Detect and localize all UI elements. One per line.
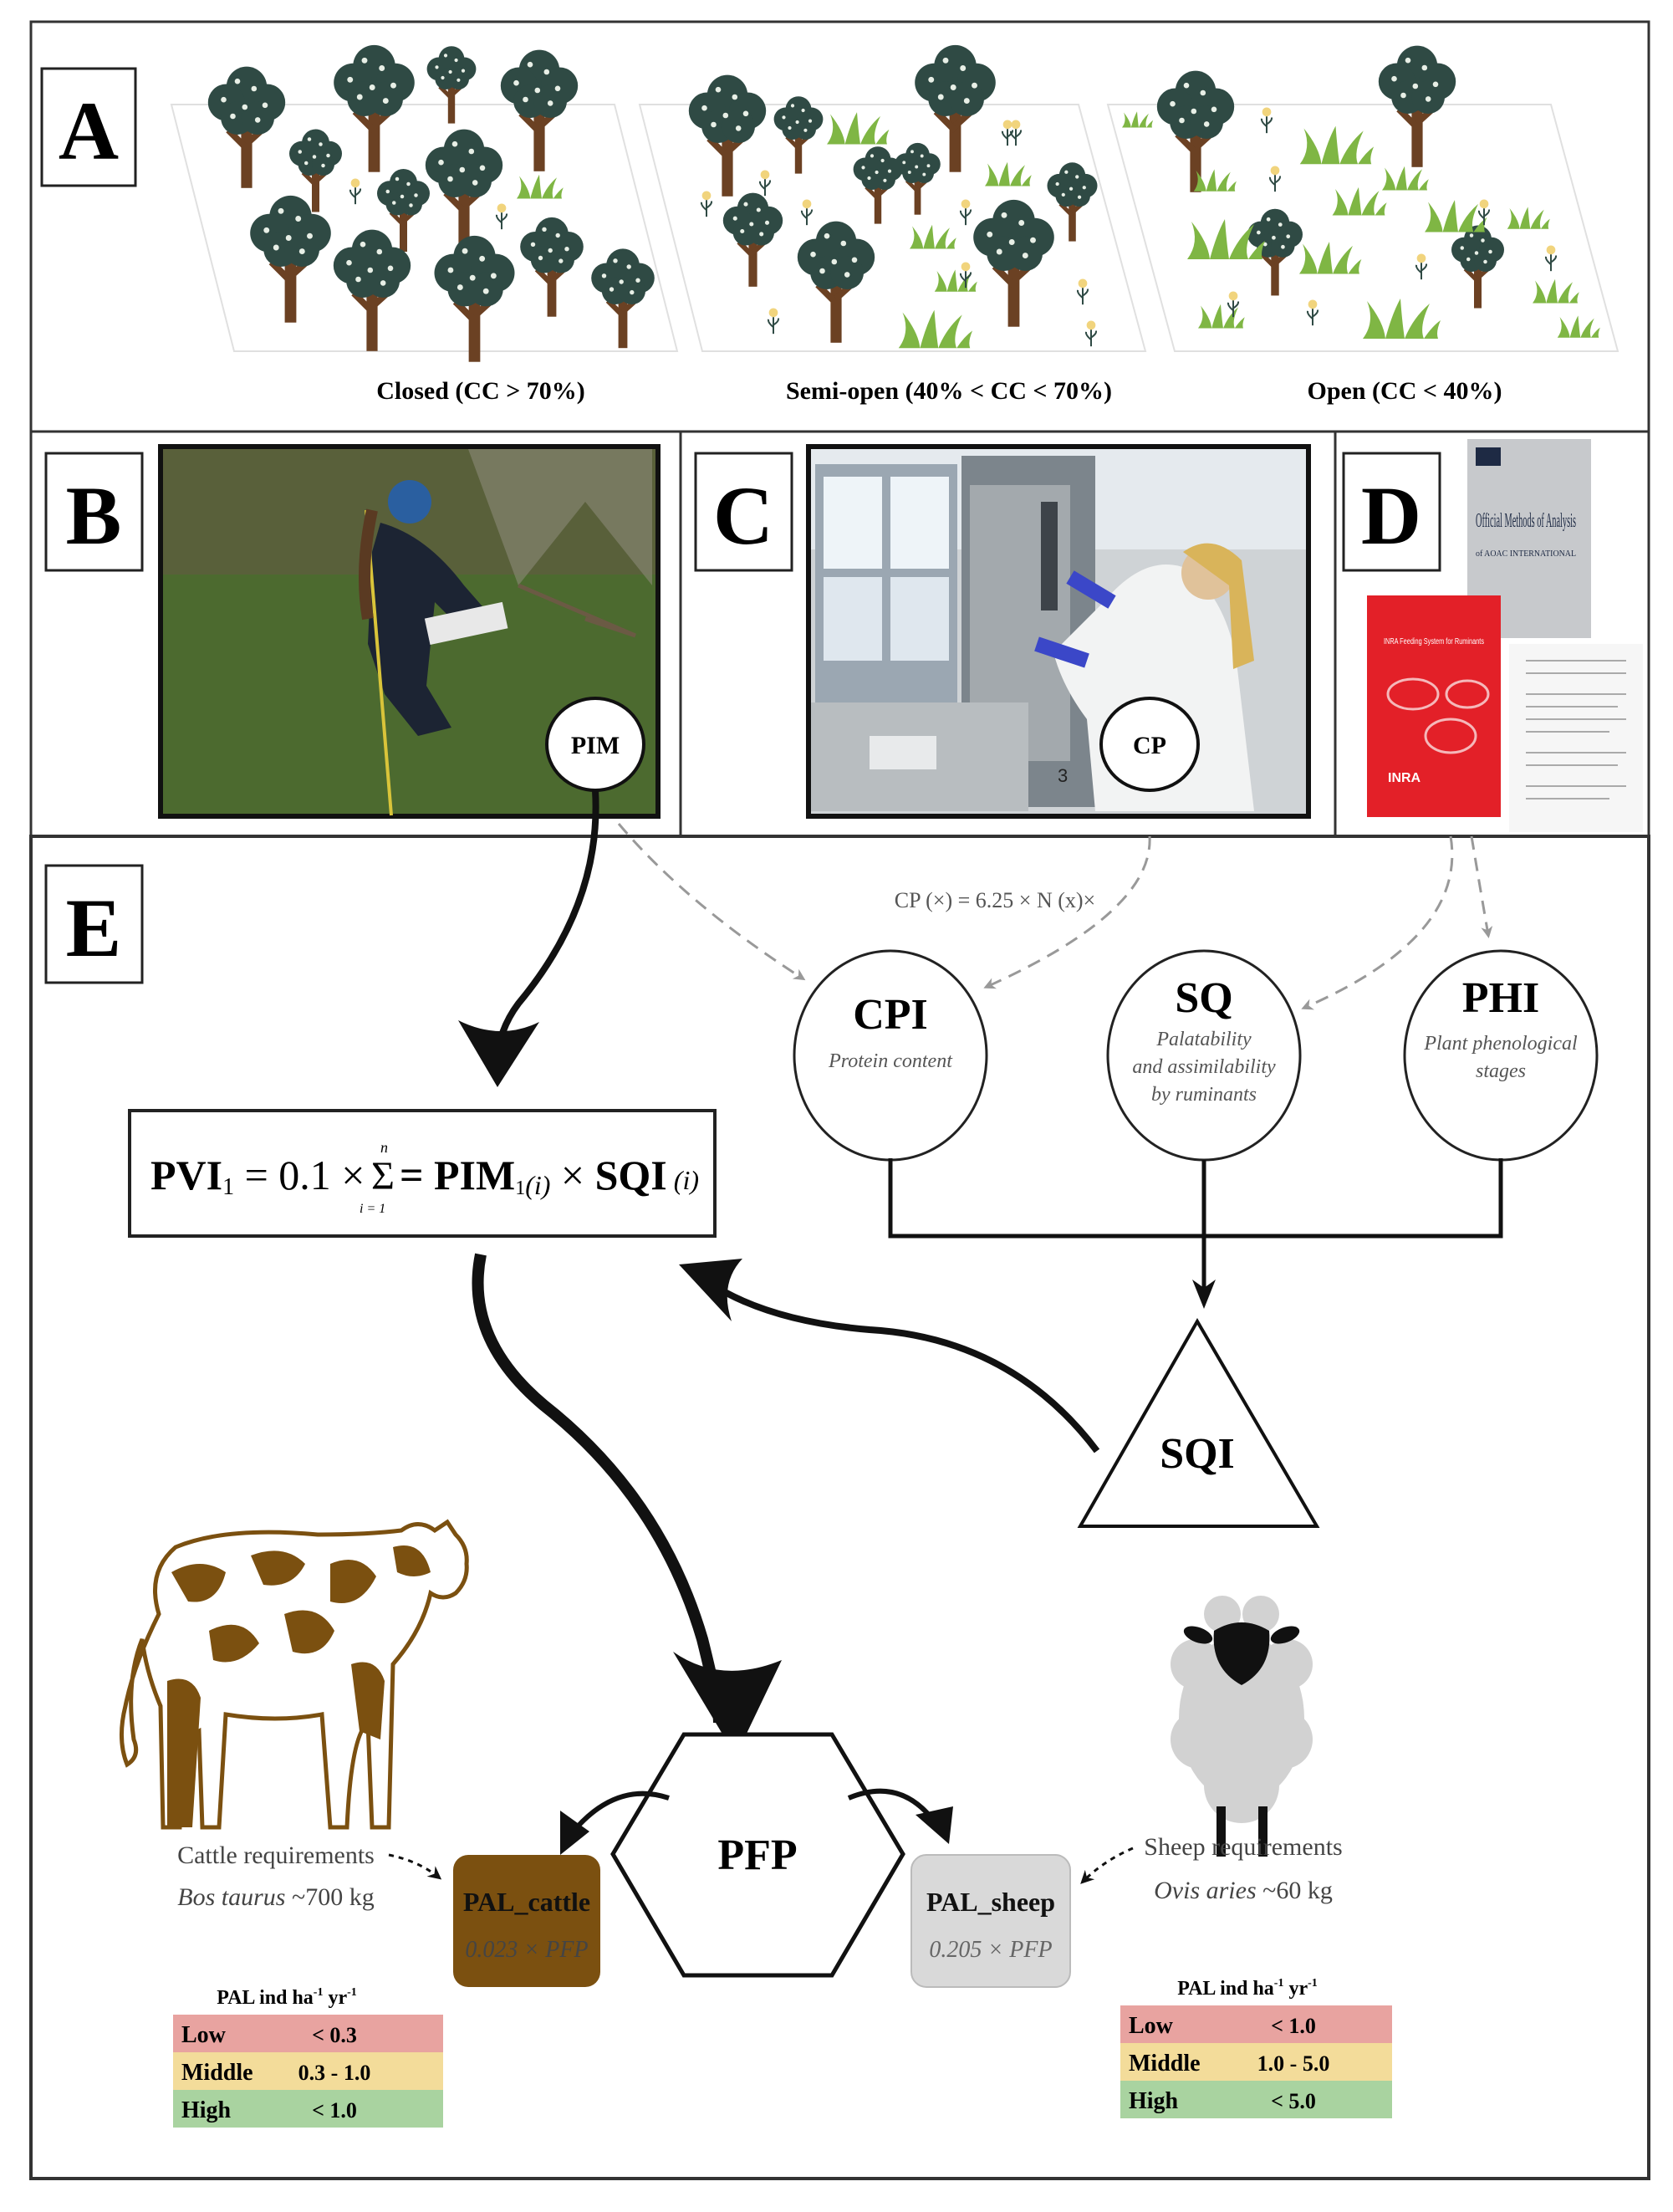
pal-row-high: High < 1.0 bbox=[173, 2090, 443, 2128]
svg-text:by ruminants: by ruminants bbox=[1151, 1084, 1257, 1106]
label-open: Open (CC < 40%) bbox=[1308, 377, 1502, 405]
svg-text:= PIM1(i) × SQI (i): = PIM1(i) × SQI (i) bbox=[400, 1152, 699, 1200]
svg-text:PVI1 = 0.1 ×: PVI1 = 0.1 × bbox=[150, 1152, 365, 1200]
svg-text:< 1.0: < 1.0 bbox=[1271, 2014, 1316, 2038]
phi-circle: PHI Plant phenological stages bbox=[1403, 949, 1599, 1162]
arrow-pfp-to-cattle bbox=[574, 1791, 670, 1830]
pal-cattle-box: PAL_cattle 0.023 × PFP bbox=[453, 1855, 600, 1987]
svg-text:Protein content: Protein content bbox=[828, 1050, 953, 1072]
svg-text:High: High bbox=[181, 2097, 232, 2123]
panel-c-letter: C bbox=[694, 452, 793, 572]
arrow-sqi-to-pvi bbox=[708, 1280, 1100, 1453]
svg-text:Plant phenological: Plant phenological bbox=[1423, 1033, 1578, 1055]
svg-text:Σ: Σ bbox=[371, 1154, 395, 1198]
svg-text:0.3 - 1.0: 0.3 - 1.0 bbox=[298, 2061, 371, 2085]
svg-text:CPI: CPI bbox=[853, 991, 928, 1039]
arrow-cp-to-cpi bbox=[983, 835, 1151, 989]
svg-text:0.205 × PFP: 0.205 × PFP bbox=[929, 1937, 1052, 1963]
sq-circle: SQ Palatability and assimilability by ru… bbox=[1106, 949, 1302, 1162]
arrow-methods-to-sq bbox=[1301, 835, 1454, 1010]
svg-text:Middle: Middle bbox=[1129, 2051, 1201, 2077]
panel-d-letter: D bbox=[1342, 452, 1441, 572]
svg-text:PAL ind ha-1 yr-1: PAL ind ha-1 yr-1 bbox=[1177, 1977, 1318, 2000]
arrow-pim-to-cpi bbox=[617, 823, 806, 981]
pal-row-low: Low < 1.0 bbox=[1120, 2005, 1392, 2043]
sqi-triangle: SQI bbox=[1077, 1318, 1320, 1528]
svg-text:PHI: PHI bbox=[1462, 974, 1539, 1022]
pal-row-low: Low < 0.3 bbox=[173, 2015, 443, 2052]
pal-sheep-box: PAL_sheep 0.205 × PFP bbox=[910, 1854, 1071, 1988]
panel-e-letter: E bbox=[44, 864, 144, 984]
cattle-species: Bos taurus ~700 kg bbox=[177, 1883, 374, 1911]
svg-text:PFP: PFP bbox=[717, 1831, 797, 1879]
svg-text:SQI: SQI bbox=[1160, 1430, 1235, 1478]
svg-text:PIM: PIM bbox=[571, 732, 620, 759]
svg-text:C: C bbox=[713, 469, 773, 562]
svg-text:and assimilability: and assimilability bbox=[1132, 1056, 1276, 1078]
svg-text:of AOAC INTERNATIONAL: of AOAC INTERNATIONAL bbox=[1476, 549, 1576, 559]
svg-text:0.023 × PFP: 0.023 × PFP bbox=[465, 1937, 588, 1963]
svg-text:D: D bbox=[1361, 469, 1421, 562]
panel-e-frame bbox=[29, 835, 1650, 2180]
pal-row-middle: Middle 0.3 - 1.0 bbox=[173, 2052, 443, 2090]
cpi-circle: CPI Protein content bbox=[793, 949, 988, 1162]
svg-text:PAL_sheep: PAL_sheep bbox=[926, 1887, 1055, 1917]
pfp-hexagon: PFP bbox=[610, 1732, 905, 1978]
sheep-species: Ovis aries ~60 kg bbox=[1154, 1877, 1333, 1904]
aoac-document-page bbox=[1509, 644, 1643, 832]
sheep-icon bbox=[1171, 1596, 1313, 1857]
panel-a-letter: A bbox=[40, 67, 137, 187]
svg-text:1.0 - 5.0: 1.0 - 5.0 bbox=[1257, 2051, 1330, 2076]
svg-text:Low: Low bbox=[1129, 2013, 1174, 2039]
arrow-pfp-to-sheep bbox=[847, 1788, 935, 1821]
svg-text:Middle: Middle bbox=[181, 2060, 253, 2086]
svg-text:SQ: SQ bbox=[1175, 974, 1232, 1022]
cp-badge: CP bbox=[1099, 697, 1200, 792]
svg-text:< 1.0: < 1.0 bbox=[312, 2098, 357, 2123]
connector-bracket bbox=[888, 1158, 1503, 1239]
svg-text:PAL_cattle: PAL_cattle bbox=[463, 1887, 590, 1917]
svg-text:< 5.0: < 5.0 bbox=[1271, 2089, 1316, 2113]
label-semi-open: Semi-open (40% < CC < 70%) bbox=[786, 377, 1112, 405]
forest-plot-closed bbox=[170, 45, 679, 362]
svg-text:E: E bbox=[66, 881, 122, 974]
photo-lab-analysis: 3 bbox=[806, 444, 1311, 819]
pal-row-middle: Middle 1.0 - 5.0 bbox=[1120, 2043, 1392, 2081]
svg-text:3: 3 bbox=[1058, 765, 1068, 786]
svg-text:B: B bbox=[66, 469, 122, 562]
svg-text:High: High bbox=[1129, 2088, 1179, 2114]
svg-text:Low: Low bbox=[181, 2022, 227, 2048]
inra-book: INRA Feeding System for Ruminants INRA bbox=[1367, 595, 1501, 817]
svg-text:Official Methods of Analysis: Official Methods of Analysis bbox=[1476, 510, 1576, 532]
cow-icon bbox=[119, 1519, 469, 1830]
arrow-methods-to-phi bbox=[1470, 835, 1493, 938]
svg-text:i = 1: i = 1 bbox=[360, 1202, 385, 1216]
svg-text:CP: CP bbox=[1133, 732, 1166, 759]
svg-text:stages: stages bbox=[1476, 1060, 1526, 1082]
forest-plot-semi-open bbox=[638, 45, 1147, 352]
cattle-requirements: Cattle requirements bbox=[177, 1842, 375, 1869]
svg-text:< 0.3: < 0.3 bbox=[312, 2023, 357, 2047]
svg-text:A: A bbox=[59, 84, 119, 177]
svg-text:Palatability: Palatability bbox=[1155, 1029, 1252, 1050]
svg-text:INRA: INRA bbox=[1388, 771, 1421, 785]
pim-badge: PIM bbox=[545, 697, 645, 792]
arrow-pvi-to-pfp bbox=[472, 1253, 725, 1724]
sheep-requirements: Sheep requirements bbox=[1144, 1833, 1342, 1861]
svg-text:PAL ind ha-1 yr-1: PAL ind ha-1 yr-1 bbox=[217, 1986, 357, 2009]
pvi-formula-box: PVI1 = 0.1 × Σ n i = 1 = PIM1(i) × SQI (… bbox=[128, 1109, 717, 1238]
panel-b-letter: B bbox=[44, 452, 144, 572]
cp-formula: CP (×) = 6.25 × N (x)× bbox=[895, 888, 1095, 912]
pal-row-high: High < 5.0 bbox=[1120, 2081, 1392, 2118]
label-closed: Closed (CC > 70%) bbox=[376, 377, 585, 405]
svg-text:INRA Feeding System for Rumina: INRA Feeding System for Ruminants bbox=[1384, 637, 1484, 646]
svg-text:n: n bbox=[380, 1139, 388, 1156]
forest-plot-open bbox=[1106, 46, 1619, 352]
